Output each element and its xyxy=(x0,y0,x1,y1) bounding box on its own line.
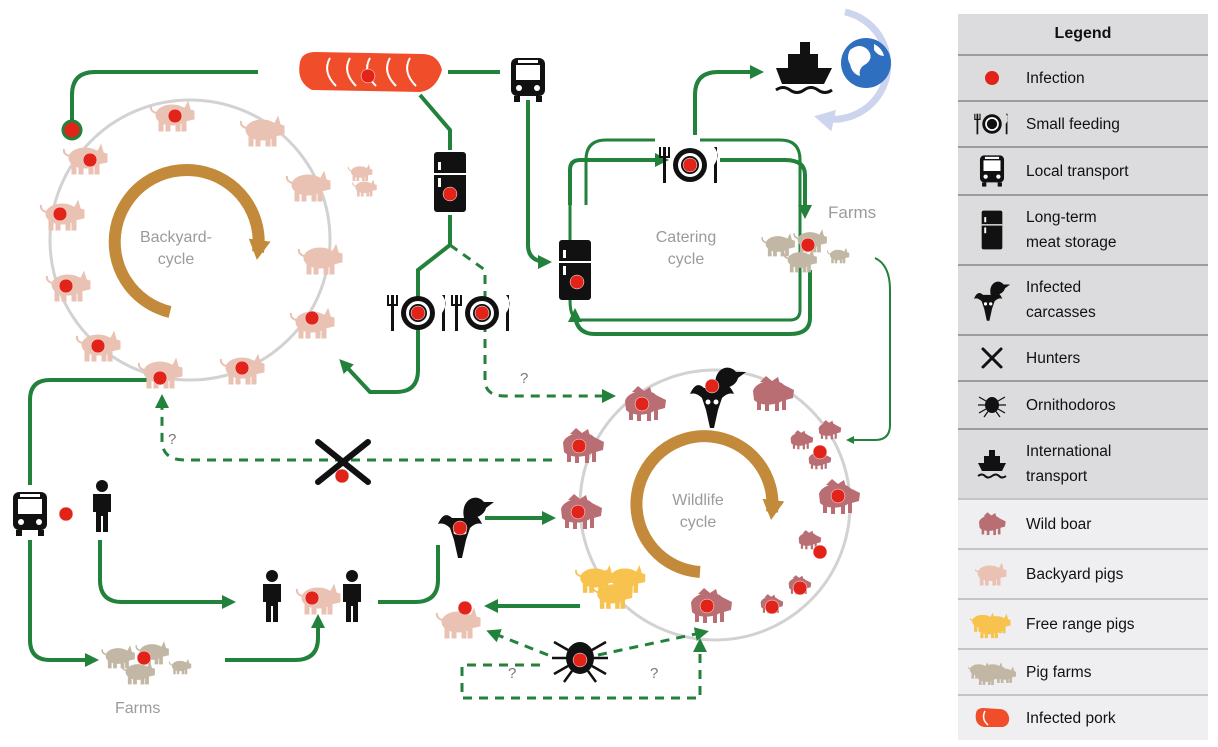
legend-item-label: Infection xyxy=(1026,69,1085,87)
wild-boar-icon xyxy=(979,512,1006,536)
legend-item-label: Infected carcasses xyxy=(1026,279,1096,321)
tick-icon xyxy=(977,396,1007,418)
infection-junction-dot xyxy=(61,119,83,141)
carcass-icon xyxy=(690,367,746,428)
farms-label-bottom: Farms xyxy=(115,700,160,717)
carcass-icon xyxy=(973,281,1011,321)
legend-item-label: Long-term meat storage xyxy=(1026,209,1117,251)
question-mark: ? xyxy=(650,665,658,682)
backyard-pig-icon xyxy=(975,562,1007,586)
legend-item: Small feeding xyxy=(958,100,1208,146)
question-mark: ? xyxy=(168,431,176,448)
legend-item-label: International transport xyxy=(1026,443,1112,485)
asf-transmission-diagram: ? ? ? ? xyxy=(13,8,892,717)
legend-title: Legend xyxy=(958,14,1208,54)
legend-item: Infected pork xyxy=(958,694,1208,740)
pig-farm-icon xyxy=(968,662,1016,685)
legend-item-label: Ornithodoros xyxy=(1026,396,1116,414)
question-mark: ? xyxy=(520,370,528,387)
bus-icon xyxy=(511,58,545,102)
legend-item: International transport xyxy=(958,428,1208,498)
legend-item: Wild boar xyxy=(958,498,1208,548)
legend-item: Free range pigs xyxy=(958,598,1208,648)
legend-item-label: Infected pork xyxy=(1026,709,1116,727)
legend-item-label: Pig farms xyxy=(1026,663,1092,681)
wildlife-cycle-arrow xyxy=(630,430,785,578)
fridge-icon xyxy=(433,151,467,213)
legend-item: Backyard pigs xyxy=(958,548,1208,598)
free-range-pigs xyxy=(575,565,646,610)
legend-item: Infection xyxy=(958,54,1208,100)
legend-item-label: Wild boar xyxy=(1026,515,1092,533)
plate-icon xyxy=(974,113,1009,135)
wildlife-cycle-label-2: cycle xyxy=(680,514,717,531)
legend-item: Ornithodoros xyxy=(958,380,1208,428)
pork-icon xyxy=(975,708,1010,727)
backyard-cycle-label-2: cycle xyxy=(158,251,195,268)
legend-item-label: Backyard pigs xyxy=(1026,565,1124,583)
bus-icon xyxy=(979,155,1005,187)
legend-item: Pig farms xyxy=(958,648,1208,694)
legend-item: Hunters xyxy=(958,334,1208,380)
farms-label-top: Farms xyxy=(828,203,876,222)
question-mark: ? xyxy=(508,665,516,682)
person-icon xyxy=(263,570,281,622)
free-range-pig-icon xyxy=(970,612,1011,639)
catering-cycle-label-2: cycle xyxy=(668,251,705,268)
legend: Legend Infection Small feeding Local tra… xyxy=(958,14,1208,740)
wildlife-cycle-label-1: Wildlife xyxy=(672,492,724,509)
ship-icon xyxy=(977,450,1007,479)
person-icon xyxy=(93,480,111,532)
fridge-icon xyxy=(558,239,592,301)
backyard-cycle-label-1: Backyard- xyxy=(140,229,212,246)
legend-item-label: Free range pigs xyxy=(1026,615,1135,633)
hunters-icon xyxy=(315,439,371,485)
backyard-pig-group xyxy=(39,101,481,639)
backyard-piglets xyxy=(347,164,378,197)
legend-item: Local transport xyxy=(958,146,1208,194)
bus-icon xyxy=(13,492,47,536)
globe-icon xyxy=(841,38,891,88)
legend-item: Long-term meat storage xyxy=(958,194,1208,264)
legend-item-label: Hunters xyxy=(1026,349,1081,367)
infection-dots xyxy=(52,68,846,668)
hunters-icon xyxy=(981,347,1003,369)
legend-item-label: Small feeding xyxy=(1026,115,1120,133)
legend-item: Infected carcasses xyxy=(958,264,1208,334)
catering-cycle-label-1: Catering xyxy=(656,229,716,246)
ship-icon xyxy=(775,42,833,94)
person-icon xyxy=(343,570,361,622)
legend-item-label: Local transport xyxy=(1026,162,1129,180)
infection-dot-icon xyxy=(985,71,999,85)
backyard-cycle-arrow xyxy=(108,163,271,318)
fridge-icon xyxy=(981,210,1003,250)
